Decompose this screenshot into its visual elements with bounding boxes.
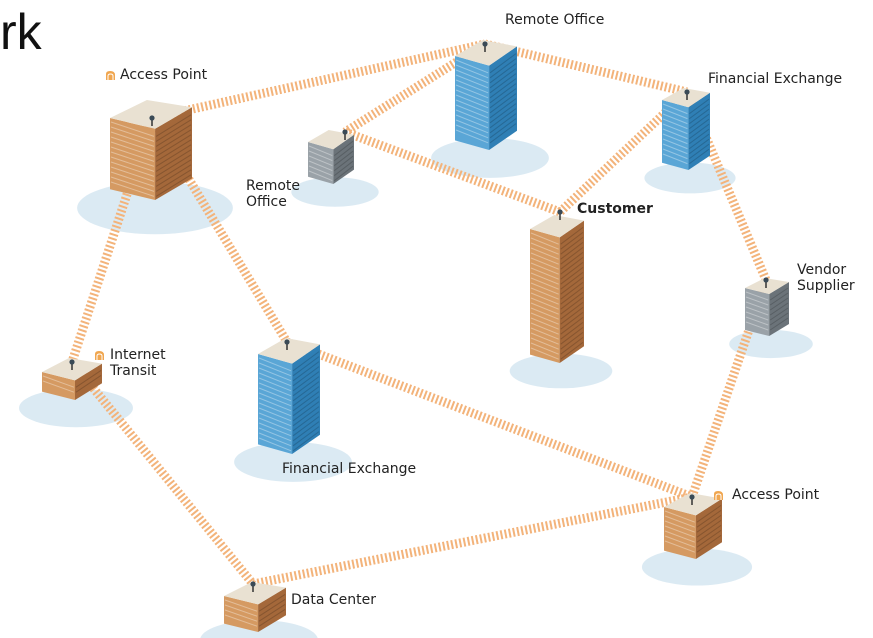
label-line: Internet	[110, 347, 166, 363]
label-access-point-2: Access Point	[732, 487, 819, 503]
access-point-icon	[713, 488, 724, 500]
shadow	[234, 442, 352, 482]
link-internet-transit-to-data-center	[68, 359, 257, 587]
label-financial-exchange-1: Financial Exchange	[708, 71, 842, 87]
building-access-point-1	[110, 100, 192, 200]
building-remote-office-small	[308, 129, 354, 184]
label-line: Customer	[577, 201, 653, 217]
building-internet-transit	[42, 358, 102, 400]
label-line: Office	[246, 194, 287, 210]
label-financial-exchange-2: Financial Exchange	[282, 461, 416, 477]
building-financial-exchange-1	[662, 88, 710, 170]
shadow	[641, 548, 753, 586]
label-line: Financial Exchange	[708, 71, 843, 87]
building-data-center	[224, 581, 286, 632]
label-line: Access Point	[732, 487, 820, 503]
building-vendor-supplier	[745, 277, 789, 336]
label-line: Remote	[246, 178, 301, 194]
building-remote-office-main	[455, 40, 517, 150]
label-line: Supplier	[797, 278, 855, 294]
label-line: Transit	[110, 363, 157, 379]
building-customer	[530, 209, 584, 363]
label-line: Access Point	[120, 67, 208, 83]
label-line: Vendor	[797, 262, 847, 278]
label-remote-office-main: Remote Office	[505, 12, 604, 28]
shadow	[19, 388, 133, 428]
shadow	[509, 353, 613, 389]
buildings	[42, 40, 789, 632]
label-line: Remote Office	[505, 12, 605, 28]
shadows	[19, 138, 813, 638]
label-line: Financial Exchange	[282, 461, 417, 477]
shadow	[644, 162, 736, 194]
link-remote-office-small-to-customer	[343, 127, 562, 217]
building-financial-exchange-2	[258, 338, 320, 454]
shadow	[291, 177, 379, 207]
link-financial-exchange-2-to-access-point-2	[285, 337, 694, 502]
label-line: Data Center	[291, 592, 376, 608]
link-access-point-2-to-data-center	[252, 492, 693, 589]
access-point-icon	[105, 68, 116, 80]
shadow	[431, 138, 549, 178]
shadow	[77, 181, 233, 235]
page-title-fragment: rk	[0, 4, 42, 60]
label-access-point-1: Access Point	[120, 67, 207, 83]
label-data-center: Data Center	[291, 592, 376, 608]
label-customer: Customer	[577, 201, 653, 217]
building-access-point-2	[664, 493, 722, 559]
link-remote-office-main-to-financial-exchange-1	[483, 39, 689, 97]
access-point-icon	[94, 348, 105, 360]
